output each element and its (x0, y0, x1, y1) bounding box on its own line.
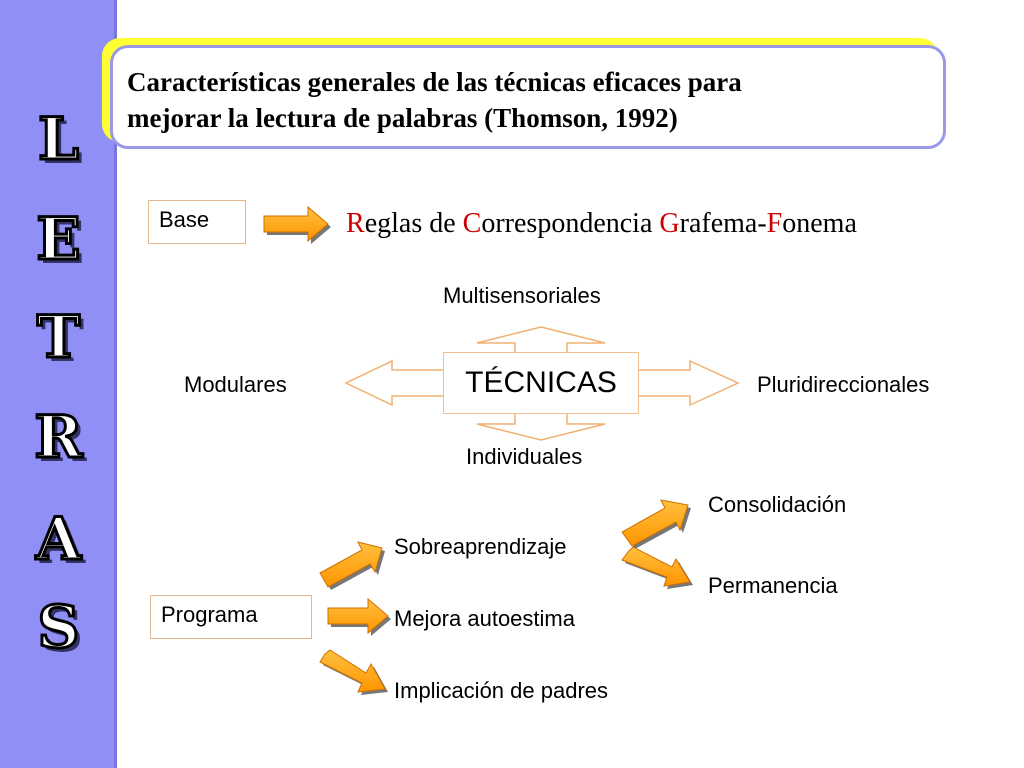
arrow-to-permanencia-icon (621, 546, 693, 589)
rule-cap-r: R (346, 208, 365, 239)
sidebar-letter-a: A (34, 505, 82, 573)
rule-rest-f: onema (782, 208, 857, 239)
page-title: Características generales de las técnica… (127, 64, 927, 136)
rule-cap-g: G (659, 208, 680, 239)
label-individuales: Individuales (466, 444, 583, 469)
item-sobreaprendizaje: Sobreaprendizaje (394, 534, 567, 559)
item-permanencia: Permanencia (708, 573, 838, 598)
programa-label-box: Programa (150, 595, 312, 639)
item-implicacion-padres: Implicación de padres (394, 678, 609, 703)
base-arrow-icon (263, 205, 331, 244)
sidebar-letter-t: T (35, 303, 81, 371)
base-label-box: Base (148, 200, 246, 244)
page-title-line-2: mejorar la lectura de palabras (Thomson,… (127, 103, 678, 133)
arrow-to-sobreaprendizaje-icon (319, 541, 385, 590)
rule-text: Reglas de Correspondencia Grafema-Fonema (346, 208, 857, 240)
item-consolidacion: Consolidación (708, 492, 847, 517)
arrow-to-implicacion-padres-icon (319, 649, 388, 695)
arrow-to-mejora-autoestima-icon (327, 597, 391, 636)
sidebar-letter-l: L (37, 105, 81, 173)
sidebar-letter-s: S (36, 593, 81, 661)
page-title-line-1: Características generales de las técnica… (127, 67, 742, 97)
rule-rest-g: rafema- (679, 208, 767, 239)
rule-rest-r: eglas de (364, 208, 463, 239)
rule-rest-c: orrespondencia (481, 208, 660, 239)
rule-cap-c: C (462, 208, 482, 239)
label-multisensoriales: Multisensoriales (443, 283, 601, 308)
arrow-to-consolidacion-icon (621, 499, 691, 549)
sidebar-letter-r: R (33, 403, 84, 471)
label-modulares: Modulares (184, 372, 287, 397)
sidebar-letter-e: E (35, 205, 82, 273)
sidebar: L E T R A S (0, 0, 117, 768)
item-mejora-autoestima: Mejora autoestima (394, 606, 575, 631)
rule-cap-f: F (766, 208, 783, 239)
title-box: Características generales de las técnica… (110, 45, 946, 149)
label-pluridireccionales: Pluridireccionales (757, 372, 930, 397)
tecnicas-center-box: TÉCNICAS (443, 352, 639, 414)
